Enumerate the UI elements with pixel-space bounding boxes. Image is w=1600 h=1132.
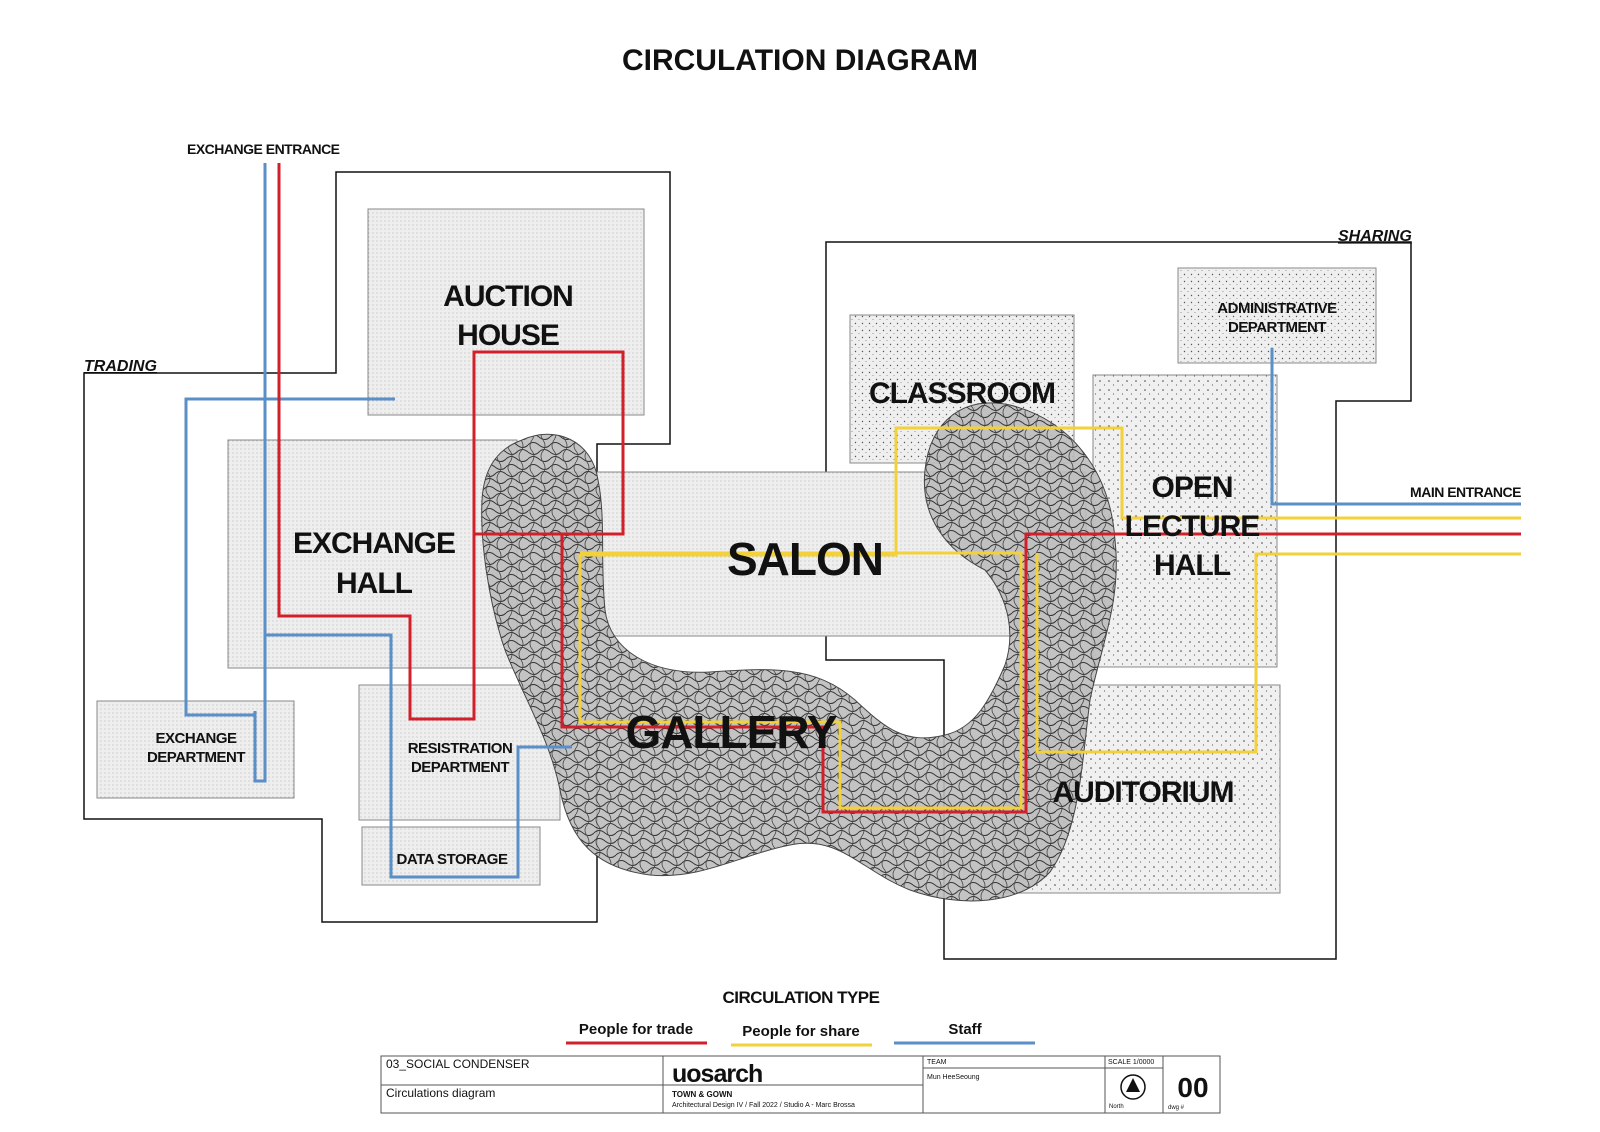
north-arrow-icon [1120, 1074, 1146, 1100]
auction-house-label-2: HOUSE [457, 319, 559, 352]
sharing-zone-outline [825, 241, 1412, 960]
registration-department-label-2: DEPARTMENT [411, 759, 509, 776]
course-details: Architectural Design IV / Fall 2022 / St… [672, 1102, 855, 1109]
team-member: Mun HeeSeoung [927, 1074, 980, 1081]
staff-circulation [184, 163, 1521, 879]
scale-label: SCALE 1/0000 [1108, 1059, 1154, 1066]
drawing-name: Circulations diagram [386, 1086, 495, 1100]
gallery-label: GALLERY [625, 706, 836, 758]
share-circulation [578, 426, 1521, 810]
open-lecture-hall-room [1092, 374, 1278, 668]
data-storage-label: DATA STORAGE [397, 851, 508, 868]
administrative-department-label-2: DEPARTMENT [1228, 319, 1326, 336]
exchange-hall-label-2: HALL [336, 567, 413, 600]
gallery-blob [481, 402, 1117, 902]
auction-house-label-1: AUCTION [443, 280, 573, 313]
staff-line-data-storage [265, 633, 572, 879]
trading-label: TRADING [84, 358, 157, 375]
legend-share-label: People for share [742, 1023, 860, 1040]
exchange-department-label-1: EXCHANGE [155, 730, 237, 747]
main-entrance-label: MAIN ENTRANCE [1410, 484, 1521, 500]
staff-line-exchange-department [184, 397, 395, 717]
north-arrow-triangle-icon [1126, 1078, 1140, 1092]
staff-line-exchange-entrance [253, 163, 267, 783]
diagram-title: CIRCULATION DIAGRAM [622, 44, 978, 77]
legend-staff-label: Staff [948, 1021, 982, 1038]
school-logo: uosarch [672, 1060, 762, 1088]
staff-line-main-entrance [1270, 348, 1521, 506]
course-title: TOWN & GOWN [672, 1090, 733, 1099]
auction-house-room [367, 208, 645, 416]
exchange-hall-room [227, 439, 518, 669]
exchange-department-label-2: DEPARTMENT [147, 749, 245, 766]
drawing-number: 00 [1177, 1072, 1208, 1103]
salon-label: SALON [727, 533, 883, 585]
classroom-label: CLASSROOM [869, 377, 1055, 410]
registration-department-label-1: RESISTRATION [408, 740, 513, 757]
project-name: 03_SOCIAL CONDENSER [386, 1057, 530, 1071]
administrative-department-label-1: ADMINISTRATIVE [1217, 300, 1337, 317]
sharing-label: SHARING [1338, 228, 1412, 245]
exchange-hall-label-1: EXCHANGE [293, 527, 455, 560]
title-block: 03_SOCIAL CONDENSER Circulations diagram… [380, 1055, 1221, 1114]
north-label: North [1109, 1104, 1124, 1110]
exchange-entrance-label: EXCHANGE ENTRANCE [187, 141, 340, 157]
open-lecture-hall-label-2: LECTURE [1125, 510, 1260, 543]
legend-trade-label: People for trade [579, 1021, 693, 1038]
share-line-auditorium [1035, 552, 1521, 754]
auditorium-label: AUDITORIUM [1052, 776, 1233, 809]
share-line-salon [578, 426, 1521, 810]
open-lecture-hall-label-3: HALL [1154, 549, 1231, 582]
team-label: TEAM [927, 1059, 947, 1066]
trading-zone-outline [83, 171, 671, 923]
trade-circulation [277, 163, 1521, 814]
legend-title: CIRCULATION TYPE [723, 988, 880, 1007]
administrative-department-room [1177, 267, 1377, 364]
open-lecture-hall-label-1: OPEN [1151, 471, 1232, 504]
legend: CIRCULATION TYPE People for trade People… [566, 988, 1035, 1047]
drawing-number-label: dwg # [1168, 1105, 1185, 1111]
